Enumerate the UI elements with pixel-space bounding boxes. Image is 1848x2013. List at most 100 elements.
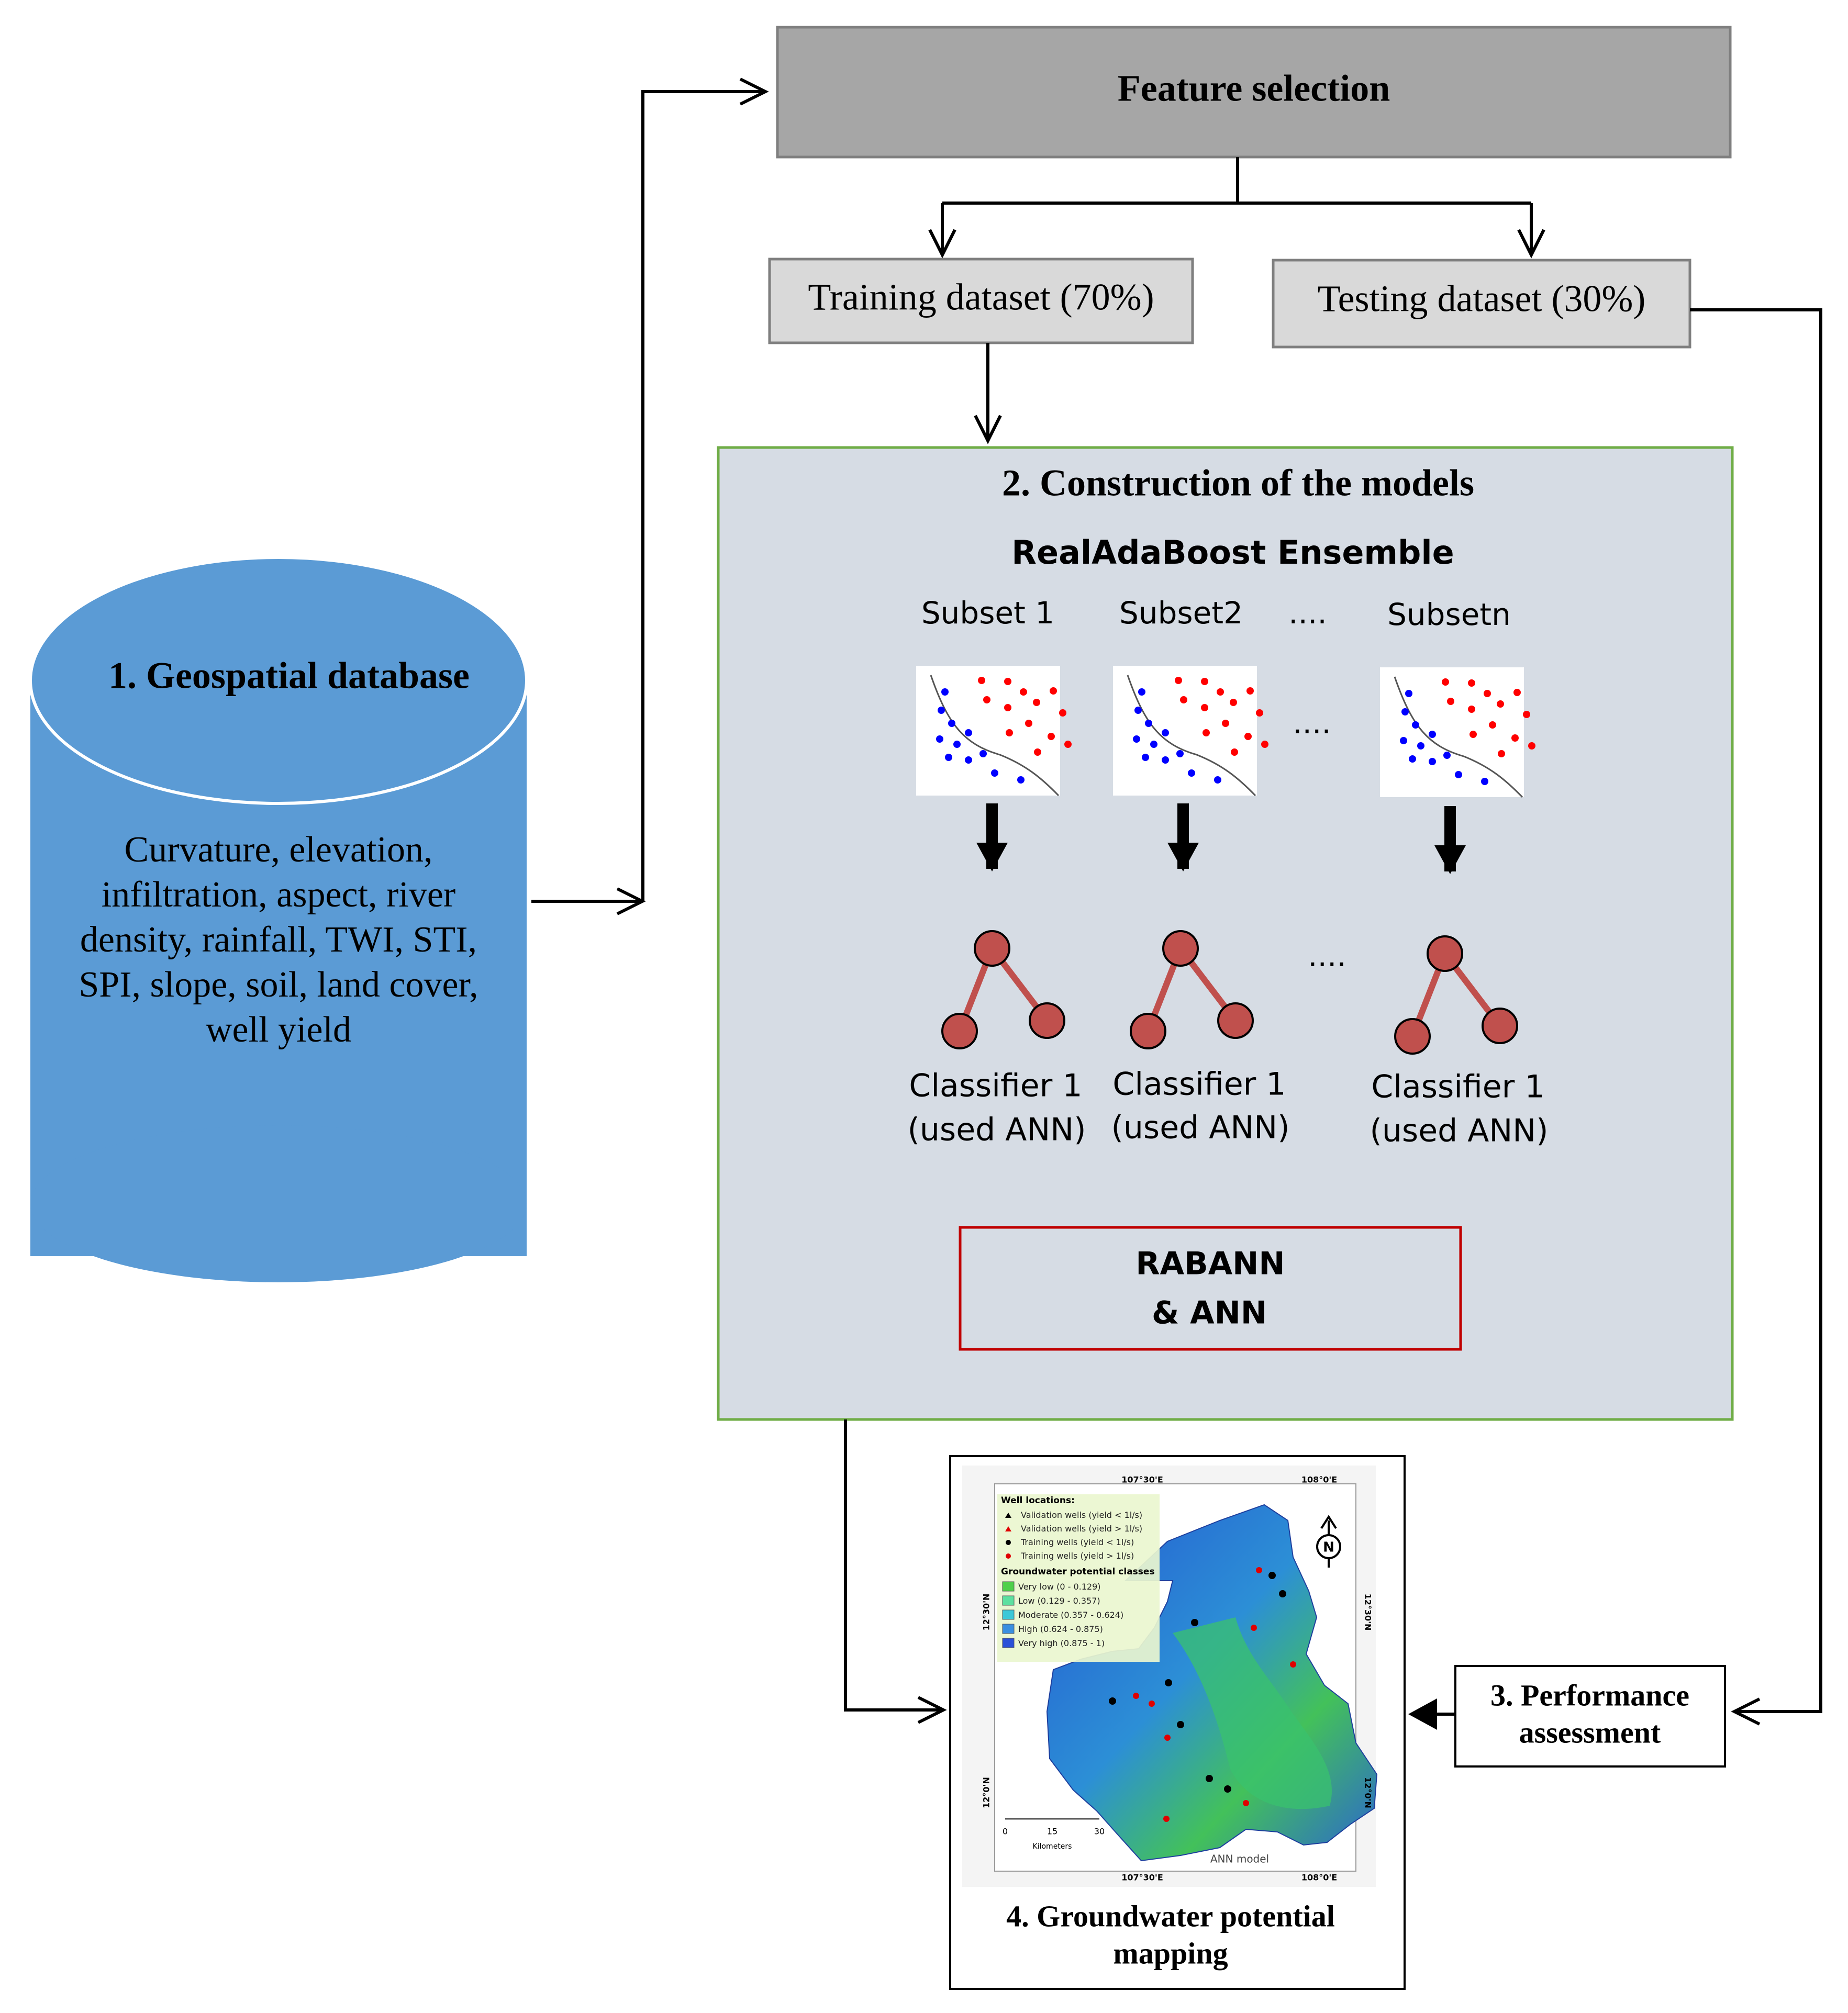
scale-tick: 15 bbox=[1047, 1827, 1057, 1837]
scatter-point-red bbox=[1498, 750, 1505, 757]
classifier-note: (used ANN) bbox=[1370, 1113, 1549, 1149]
scatter-point-red bbox=[1059, 709, 1066, 717]
scatter-point-red bbox=[1523, 711, 1530, 718]
tree-node bbox=[1394, 1018, 1431, 1055]
scatter-point-blue bbox=[1429, 758, 1436, 765]
performance-line1: 3. Performance bbox=[1490, 1678, 1689, 1712]
legend-well-item: Training wells (yield < 1l/s) bbox=[1020, 1537, 1134, 1547]
legend-class-label: Low (0.129 - 0.357) bbox=[1018, 1596, 1100, 1606]
decision-boundary bbox=[1394, 676, 1523, 798]
north-arrow-icon: N bbox=[1316, 1515, 1341, 1568]
training-dataset-box: Training dataset (70%) bbox=[768, 258, 1194, 344]
feature-selection-box: Feature selection bbox=[776, 26, 1732, 159]
scatter-point-blue bbox=[1214, 776, 1221, 784]
scatter-point-blue bbox=[1138, 688, 1145, 696]
geo-db-line: infiltration, aspect, river bbox=[102, 875, 455, 915]
groundwater-potential-map: Well locations: Validation wells (yield … bbox=[962, 1466, 1378, 1887]
scatter-point-blue bbox=[1400, 737, 1407, 744]
scatter-point-blue bbox=[948, 720, 955, 727]
scatter-background bbox=[916, 666, 1060, 796]
right-lat-label: 12°30'N bbox=[1363, 1594, 1373, 1631]
scatter-point-blue bbox=[938, 707, 945, 714]
scatter-point-red bbox=[1217, 688, 1224, 696]
legend-class-swatch bbox=[1002, 1595, 1015, 1606]
models-title: 2. Construction of the models bbox=[1002, 462, 1474, 504]
training-well-symbol bbox=[1006, 1553, 1011, 1559]
mapping-line1: 4. Groundwater potential bbox=[1006, 1899, 1335, 1933]
scatter-point-red bbox=[1511, 734, 1519, 742]
scatter-point-red bbox=[1528, 742, 1535, 750]
legend-well-item: Training wells (yield > 1l/s) bbox=[1020, 1551, 1134, 1561]
subset-label: Subset 1 bbox=[921, 595, 1054, 631]
scatter-point-red bbox=[1004, 678, 1011, 685]
scatter-point-blue bbox=[1429, 731, 1436, 738]
scatter-point-red bbox=[1203, 729, 1210, 736]
subset-label: Subset2 bbox=[1119, 595, 1243, 631]
scatter-point-red bbox=[1048, 733, 1055, 740]
testing-dataset-box: Testing dataset (30%) bbox=[1272, 259, 1691, 349]
scatter-point-blue bbox=[979, 750, 987, 757]
scatter-point-red bbox=[1470, 731, 1477, 738]
scatter-point-red bbox=[1201, 678, 1208, 685]
classifier-note: (used ANN) bbox=[908, 1112, 1086, 1148]
cylinder-top bbox=[29, 556, 528, 805]
top-lon-label: 107°30'E bbox=[1121, 1475, 1163, 1485]
scatter-point-blue bbox=[1409, 755, 1416, 763]
scatter-point-blue bbox=[953, 741, 961, 748]
well-markers-red bbox=[1133, 1567, 1296, 1822]
right-lat-label: 12°0'N bbox=[1363, 1777, 1373, 1808]
legend-class-label: Very high (0.875 - 1) bbox=[1018, 1638, 1105, 1648]
classifier-label: Classifier 1 bbox=[909, 1068, 1082, 1104]
scatter-point-red bbox=[1489, 721, 1496, 729]
subset-label: Subsetn bbox=[1387, 597, 1511, 632]
validation-well-symbol bbox=[1005, 1513, 1011, 1518]
legend-class-label: High (0.624 - 0.875) bbox=[1018, 1624, 1103, 1634]
scatter-point-blue bbox=[1481, 778, 1488, 785]
scale-unit: Kilometers bbox=[1033, 1842, 1072, 1851]
scatter-point-red bbox=[1050, 687, 1057, 695]
legend-class-swatch bbox=[1002, 1609, 1015, 1620]
well-markers bbox=[1109, 1572, 1286, 1793]
scatter-point-red bbox=[1180, 696, 1187, 703]
scatter-point-red bbox=[1231, 748, 1238, 756]
training-well-symbol bbox=[1006, 1540, 1011, 1545]
classifier-ellipsis: .... bbox=[1308, 938, 1346, 974]
connector-feature-to-datasets bbox=[928, 157, 1545, 259]
left-lat-label: 12°30'N bbox=[982, 1594, 992, 1631]
scatter-point-blue bbox=[965, 756, 972, 764]
tree-node bbox=[1217, 1002, 1254, 1039]
classifier-note: (used ANN) bbox=[1111, 1110, 1290, 1146]
left-lat-label: 12°0'N bbox=[982, 1777, 992, 1808]
scatter-point-red bbox=[1497, 700, 1504, 708]
map-legend-box bbox=[997, 1494, 1160, 1662]
scatter-point-blue bbox=[941, 688, 949, 696]
scatter-point-blue bbox=[1455, 771, 1462, 778]
scatter-point-red bbox=[1033, 699, 1040, 706]
scatter-point-red bbox=[1246, 687, 1254, 695]
scatter-point-red bbox=[1201, 704, 1208, 711]
tree-node bbox=[1482, 1008, 1518, 1044]
scatter-point-red bbox=[1230, 699, 1237, 706]
geo-db-line: Curvature, elevation, bbox=[125, 830, 433, 870]
top-lon-label: 108°0'E bbox=[1301, 1475, 1337, 1485]
scatter-point-red bbox=[1222, 720, 1229, 727]
classifier-tree-icon bbox=[1130, 930, 1254, 1049]
models-panel: 2. Construction of the models RealAdaBoo… bbox=[717, 446, 1734, 1421]
bottom-lon-label: 108°0'E bbox=[1301, 1873, 1337, 1883]
scatter-point-red bbox=[1004, 704, 1011, 711]
testing-dataset-label: Testing dataset (30%) bbox=[1318, 278, 1646, 320]
subset-scatter-plot bbox=[1113, 666, 1268, 797]
legend-class-label: Very low (0 - 0.129) bbox=[1018, 1582, 1101, 1592]
scatter-point-red bbox=[1468, 679, 1475, 687]
subset-scatter-plot bbox=[916, 666, 1072, 797]
scatter-point-red bbox=[1447, 698, 1454, 705]
legend-class-swatch bbox=[1002, 1624, 1015, 1634]
tree-node bbox=[1162, 930, 1199, 967]
scatter-point-blue bbox=[1443, 752, 1451, 759]
scatter-point-blue bbox=[1150, 741, 1157, 748]
rabann-result-box: RABANN & ANN bbox=[959, 1226, 1462, 1351]
scatter-point-blue bbox=[1134, 707, 1142, 714]
scatter-point-blue bbox=[1142, 754, 1149, 761]
scatter-point-blue bbox=[965, 729, 972, 736]
connector-models-to-mapping bbox=[844, 1419, 947, 1724]
